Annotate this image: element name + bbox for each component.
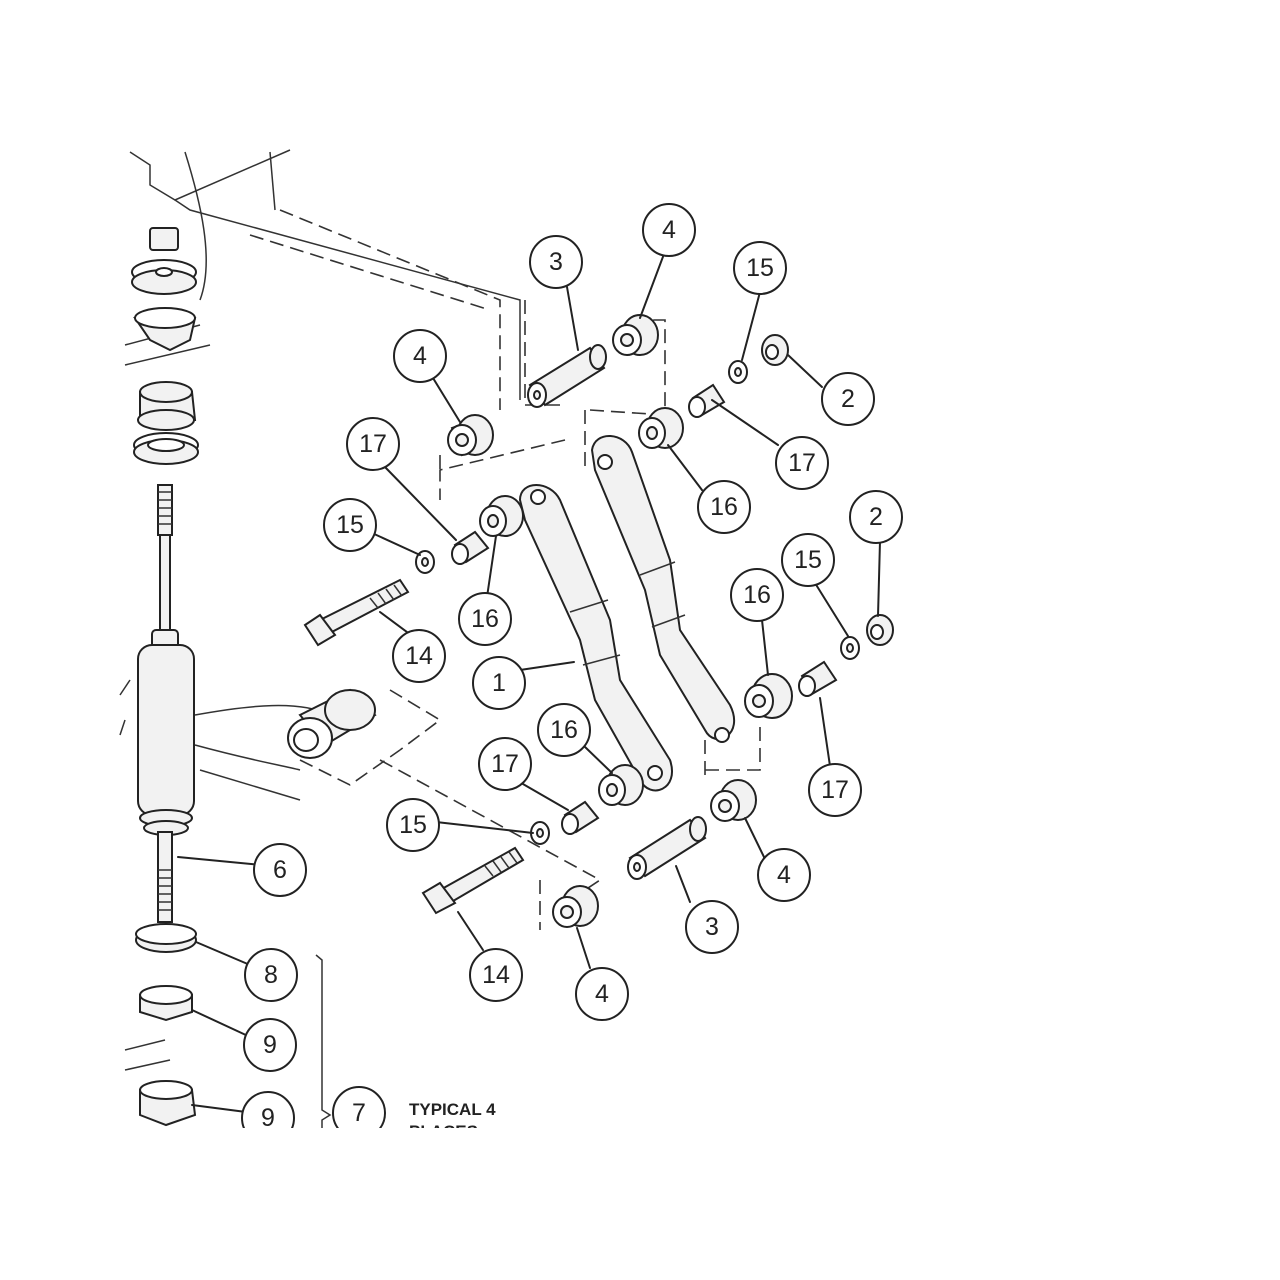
frame-outline bbox=[119, 149, 761, 1130]
spacer-17-right-lower bbox=[798, 660, 838, 697]
callout-label: 16 bbox=[471, 605, 499, 633]
callout-15-left: 15 bbox=[323, 498, 377, 552]
locknut-2-right bbox=[866, 614, 894, 646]
callout-label: 15 bbox=[794, 546, 822, 574]
callout-label: 4 bbox=[595, 980, 609, 1008]
callout-2-top: 2 bbox=[821, 372, 875, 426]
callout-label: 14 bbox=[482, 961, 510, 989]
bolt-14-upper bbox=[303, 578, 410, 647]
callout-17-right-top: 17 bbox=[775, 436, 829, 490]
callout-label: 15 bbox=[336, 511, 364, 539]
sleeve-3-top bbox=[527, 344, 607, 408]
spacer-17-lower bbox=[561, 800, 600, 835]
callout-label: 16 bbox=[550, 716, 578, 744]
bushing-16-left bbox=[479, 495, 524, 537]
callout-label: 9 bbox=[263, 1031, 277, 1059]
callout-label: 17 bbox=[491, 750, 519, 778]
crop-mask bbox=[100, 1128, 600, 1168]
callout-label: 15 bbox=[399, 811, 427, 839]
callout-15-top: 15 bbox=[733, 241, 787, 295]
washer-15-right bbox=[840, 636, 860, 660]
bushing-16-right-top bbox=[638, 407, 684, 449]
washer-15-left bbox=[415, 550, 435, 574]
callout-label: 3 bbox=[549, 248, 563, 276]
callout-label: 2 bbox=[841, 385, 855, 413]
callout-8: 8 bbox=[244, 948, 298, 1002]
callout-15-lower: 15 bbox=[386, 798, 440, 852]
callout-label: 17 bbox=[821, 776, 849, 804]
spring-eye-bushing bbox=[287, 688, 377, 759]
bushing-16-right bbox=[744, 673, 793, 719]
bushing-4-left bbox=[447, 414, 494, 457]
locknut-2-top bbox=[761, 334, 789, 366]
callout-16-right-top: 16 bbox=[697, 480, 751, 534]
leader-lines bbox=[177, 253, 881, 1113]
callout-17-right-lower: 17 bbox=[808, 763, 862, 817]
spacer-17-right-top bbox=[688, 383, 726, 418]
callout-17-left: 17 bbox=[346, 417, 400, 471]
callout-3-top: 3 bbox=[529, 235, 583, 289]
bushing-4-top bbox=[612, 314, 659, 356]
callout-6: 6 bbox=[253, 843, 307, 897]
callout-14-lower: 14 bbox=[469, 948, 523, 1002]
callout-14-upper: 14 bbox=[392, 629, 446, 683]
callout-label: 16 bbox=[743, 581, 771, 609]
bushing-16-lower bbox=[598, 764, 644, 806]
callout-label: 17 bbox=[359, 430, 387, 458]
bushing-4-lower bbox=[552, 885, 599, 928]
callout-label: 9 bbox=[261, 1104, 275, 1132]
callout-label: 14 bbox=[405, 642, 433, 670]
callout-17-lower: 17 bbox=[478, 737, 532, 791]
callout-label: 15 bbox=[746, 254, 774, 282]
callout-label: 6 bbox=[273, 856, 287, 884]
callout-16-right: 16 bbox=[730, 568, 784, 622]
callout-label: 17 bbox=[788, 449, 816, 477]
callout-1: 1 bbox=[472, 656, 526, 710]
callout-label: 3 bbox=[705, 913, 719, 941]
callout-label: 16 bbox=[710, 493, 738, 521]
spacer-17-left bbox=[451, 530, 490, 565]
callout-label: 8 bbox=[264, 961, 278, 989]
washer-15-top bbox=[728, 360, 748, 384]
note-line-1: TYPICAL 4 bbox=[409, 1100, 496, 1119]
sleeve-3-lower bbox=[627, 816, 707, 880]
callout-2-right: 2 bbox=[849, 490, 903, 544]
callout-16-left: 16 bbox=[458, 592, 512, 646]
callout-4-lower: 4 bbox=[575, 967, 629, 1021]
callout-4-top: 4 bbox=[642, 203, 696, 257]
callout-9-a: 9 bbox=[243, 1018, 297, 1072]
callout-label: 4 bbox=[777, 861, 791, 889]
callout-4-right-lower: 4 bbox=[757, 848, 811, 902]
shackle-link-right bbox=[590, 435, 736, 743]
callout-label: 1 bbox=[492, 669, 506, 697]
bolt-14-lower bbox=[421, 846, 525, 915]
callout-label: 4 bbox=[413, 342, 427, 370]
callout-label: 2 bbox=[869, 503, 883, 531]
shock-absorber-assembly bbox=[131, 227, 199, 1127]
callout-15-right: 15 bbox=[781, 533, 835, 587]
callout-label: 7 bbox=[352, 1099, 366, 1127]
bushing-4-right-lower bbox=[710, 779, 757, 822]
callout-label: 4 bbox=[662, 216, 676, 244]
callout-16-lower: 16 bbox=[537, 703, 591, 757]
callout-4-left: 4 bbox=[393, 329, 447, 383]
callout-3-lower: 3 bbox=[685, 900, 739, 954]
